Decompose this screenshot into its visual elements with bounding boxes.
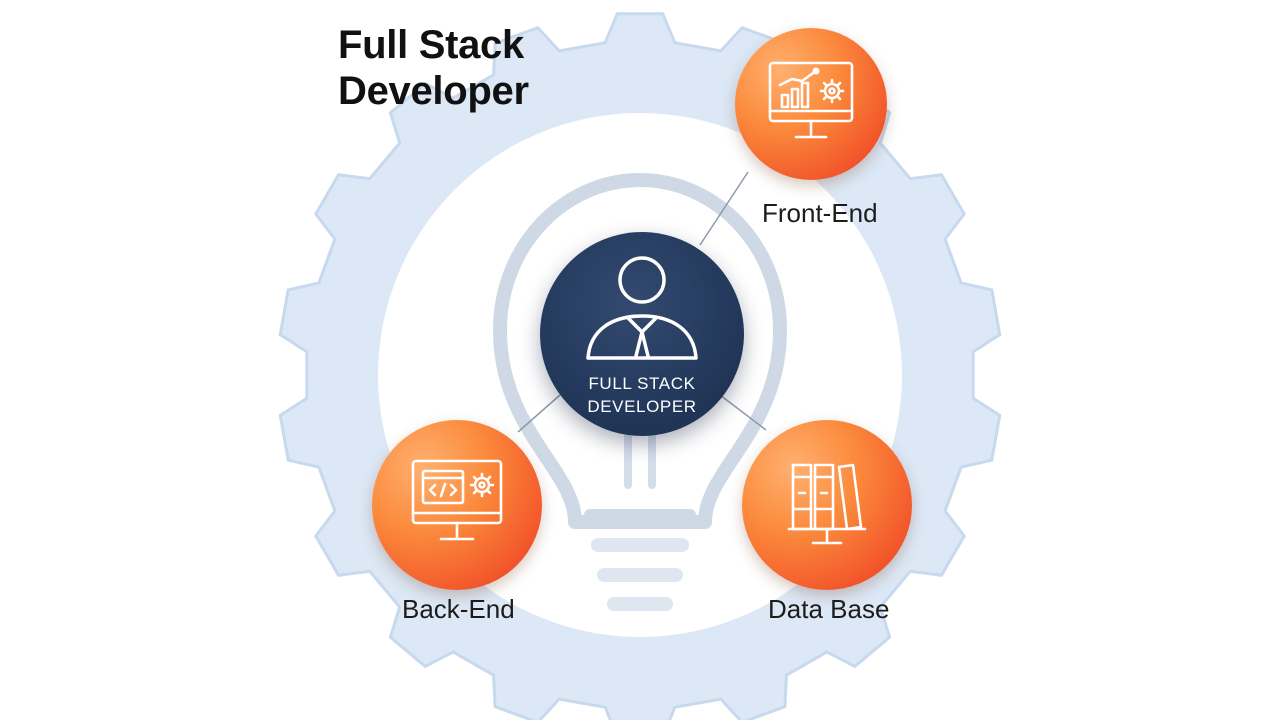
- node-front-end: [735, 28, 887, 180]
- title-line-2: Developer: [338, 69, 529, 113]
- connector-front-end: [699, 171, 749, 246]
- node-data-base: [742, 420, 912, 590]
- monitor-chart-gear-icon: [768, 61, 854, 139]
- page-title: Full Stack Developer: [338, 22, 529, 114]
- connector-back-end: [517, 394, 561, 433]
- person-icon: [586, 256, 698, 360]
- center-label-line-2: DEVELOPER: [587, 397, 697, 416]
- node-back-end: [372, 420, 542, 590]
- node-label-front-end: Front-End: [762, 198, 878, 228]
- node-label-back-end: Back-End: [402, 594, 515, 624]
- connector-data-base: [719, 394, 767, 431]
- node-label-data-base: Data Base: [768, 594, 890, 624]
- connectors: [517, 171, 767, 433]
- lightbulb-icon: [493, 173, 787, 611]
- database-bookshelf-icon: [787, 463, 867, 545]
- center-node-full-stack-developer: FULL STACK DEVELOPER: [540, 232, 744, 436]
- center-label-line-1: FULL STACK: [588, 374, 696, 393]
- monitor-code-gear-icon: [411, 459, 503, 541]
- title-line-1: Full Stack: [338, 23, 524, 67]
